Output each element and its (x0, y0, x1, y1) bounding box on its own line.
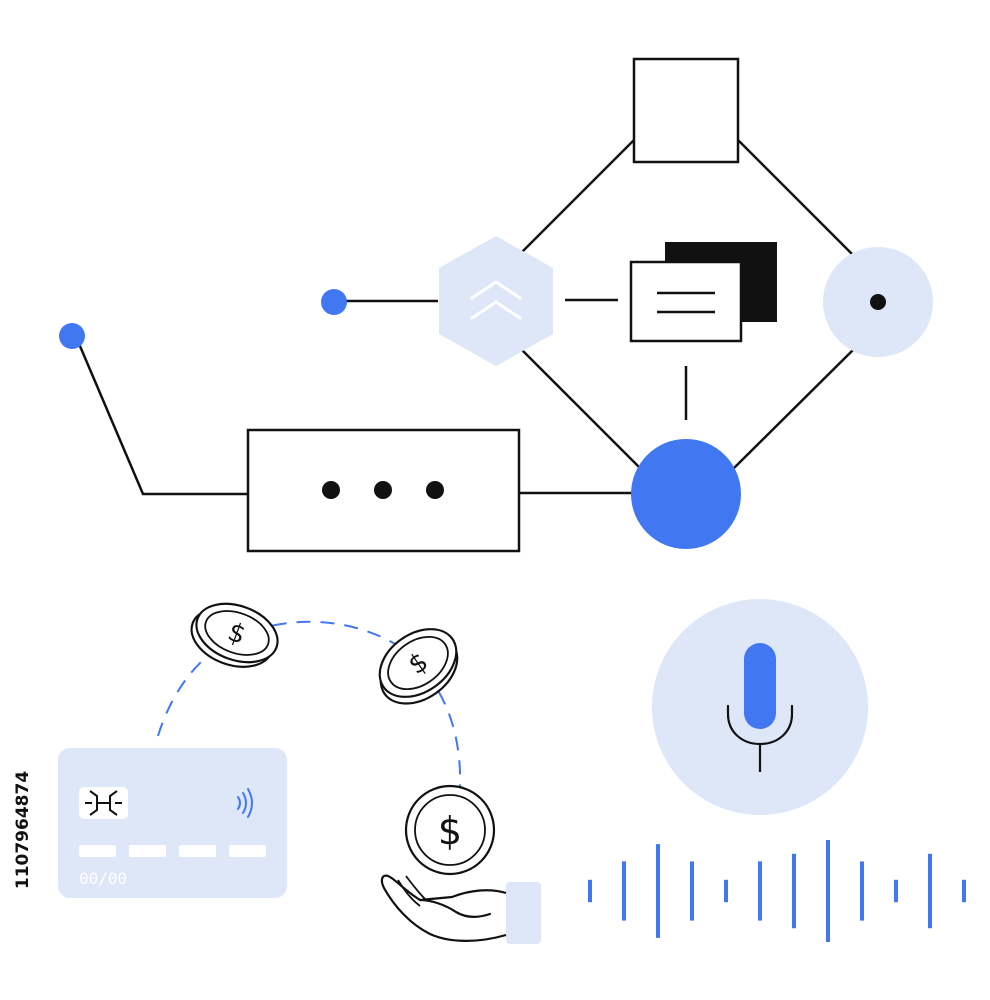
card-expiry: 00/00 (79, 869, 127, 888)
microphone-icon (726, 643, 794, 772)
dollar-coin-icon: $ (404, 784, 496, 876)
endpoint-dot-middle (321, 289, 347, 315)
link-endpoint-to-box (75, 338, 248, 496)
chip-icon (79, 787, 128, 819)
document-node (629, 242, 777, 343)
coin-dollar-sign: $ (438, 809, 462, 853)
microphone-badge (652, 599, 868, 815)
link-hexagon-to-hub (521, 349, 641, 469)
coin-trajectory-dashed (157, 620, 462, 789)
network-diagram (75, 139, 854, 496)
contactless-icon (237, 788, 253, 818)
hub-node (631, 439, 741, 549)
card-number-groups (79, 845, 266, 857)
dollar-coin-icon: $ (190, 602, 279, 668)
sleeve-cuff (506, 882, 541, 944)
stock-id-text: 1107964874 (13, 771, 33, 889)
endpoint-dot-left (59, 323, 85, 349)
target-node-center-dot (870, 294, 886, 310)
double-chevron-up-icon (470, 280, 522, 320)
text-lines-icon (657, 291, 715, 314)
link-right-node-to-hub (733, 349, 854, 469)
square-node (632, 57, 740, 164)
credit-card: 00/00 (58, 748, 287, 898)
link-top-to-hexagon (521, 139, 635, 253)
hexagon-node (439, 236, 553, 366)
dollar-coin-icon: $ (378, 628, 459, 705)
open-hand-icon (380, 874, 541, 944)
audio-waveform (588, 840, 966, 942)
stock-id-vertical: 1107964874 (8, 755, 36, 905)
ellipsis-icon (322, 481, 444, 499)
document-front-sheet (629, 260, 743, 343)
link-top-to-right-node (737, 139, 854, 256)
